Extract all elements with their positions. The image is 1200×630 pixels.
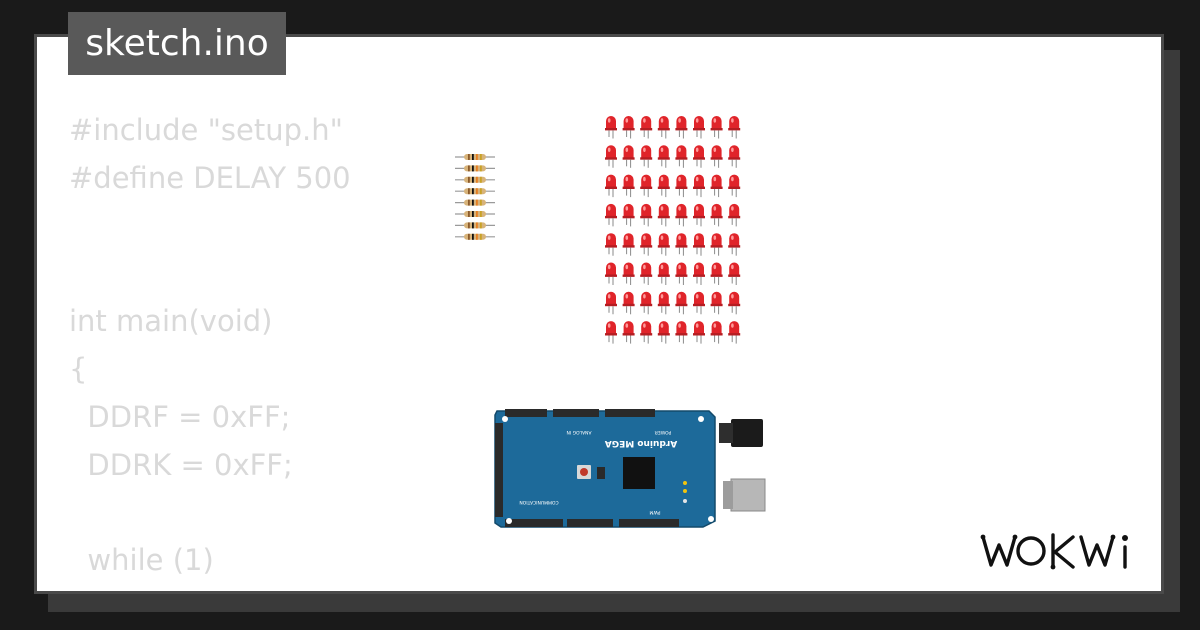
led[interactable]	[675, 145, 688, 168]
led[interactable]	[728, 116, 741, 139]
led-matrix	[605, 116, 741, 344]
led[interactable]	[605, 174, 617, 198]
code-line: DDRF = 0xFF;	[69, 399, 291, 434]
resistor	[455, 199, 495, 206]
led[interactable]	[675, 116, 688, 139]
led[interactable]	[728, 145, 741, 168]
led[interactable]	[675, 291, 688, 315]
led[interactable]	[675, 203, 688, 227]
led[interactable]	[710, 291, 723, 315]
pwm-label: PWM	[649, 509, 660, 515]
led[interactable]	[605, 291, 617, 315]
led[interactable]	[693, 145, 705, 168]
resistor	[455, 233, 495, 240]
led[interactable]	[657, 321, 670, 344]
led[interactable]	[728, 291, 741, 315]
led[interactable]	[605, 116, 617, 139]
led[interactable]	[622, 233, 635, 256]
led[interactable]	[657, 145, 670, 168]
resistor	[455, 176, 495, 183]
led[interactable]	[640, 321, 653, 344]
arduino-mega-board: Arduino MEGA ANALOG IN POWER PWM COMMUNI…	[494, 409, 766, 528]
led[interactable]	[675, 321, 688, 344]
led[interactable]	[693, 233, 705, 256]
led[interactable]	[675, 233, 688, 256]
led[interactable]	[622, 262, 635, 286]
led[interactable]	[710, 203, 723, 227]
file-tab[interactable]: sketch.ino	[68, 12, 286, 75]
led[interactable]	[622, 291, 635, 315]
led[interactable]	[640, 262, 653, 286]
led[interactable]	[710, 145, 723, 168]
code-line: #include "setup.h"	[69, 113, 343, 147]
code-line: int main(void)	[69, 304, 273, 339]
led[interactable]	[693, 291, 705, 315]
led[interactable]	[622, 321, 635, 344]
led[interactable]	[710, 262, 723, 286]
wokwi-logo	[980, 533, 1128, 570]
led[interactable]	[675, 174, 688, 198]
led[interactable]	[675, 262, 688, 286]
led[interactable]	[622, 203, 635, 227]
led[interactable]	[657, 203, 670, 227]
communication-label: COMMUNICATION	[519, 499, 558, 505]
led[interactable]	[640, 291, 653, 315]
code-line: while (1)	[69, 543, 214, 578]
board-title: Arduino MEGA	[605, 438, 678, 448]
resistor	[455, 222, 495, 229]
led[interactable]	[710, 174, 723, 198]
led[interactable]	[640, 203, 653, 227]
led[interactable]	[710, 233, 723, 256]
led[interactable]	[640, 145, 653, 168]
led[interactable]	[693, 262, 705, 286]
led[interactable]	[728, 203, 741, 227]
code-line	[69, 250, 351, 298]
led[interactable]	[710, 321, 723, 344]
led[interactable]	[693, 321, 705, 344]
power-label: POWER	[655, 429, 672, 435]
analog-in-label: ANALOG IN	[566, 429, 591, 435]
led[interactable]	[657, 291, 670, 315]
led[interactable]	[640, 233, 653, 256]
led[interactable]	[728, 262, 741, 286]
led[interactable]	[693, 174, 705, 198]
led[interactable]	[605, 233, 617, 256]
code-line: {	[69, 585, 351, 592]
led[interactable]	[728, 321, 741, 344]
resistor	[455, 211, 495, 217]
led[interactable]	[728, 174, 741, 198]
led[interactable]	[605, 203, 617, 227]
led[interactable]	[605, 321, 617, 344]
resistor	[455, 165, 495, 172]
resistor-array	[455, 154, 495, 240]
code-preview: #include "setup.h" #define DELAY 500 int m…	[69, 107, 351, 592]
led[interactable]	[728, 233, 741, 256]
led[interactable]	[657, 233, 670, 256]
led[interactable]	[657, 174, 670, 198]
led[interactable]	[710, 116, 723, 139]
led[interactable]	[640, 116, 653, 139]
led[interactable]	[657, 262, 670, 286]
code-line: #define DELAY 500	[69, 160, 351, 195]
preview-card: #include "setup.h" #define DELAY 500 int m…	[34, 34, 1164, 594]
led[interactable]	[605, 262, 617, 286]
code-line	[69, 489, 351, 537]
led[interactable]	[622, 116, 635, 139]
led[interactable]	[693, 116, 705, 139]
code-line: DDRK = 0xFF;	[69, 447, 293, 482]
led[interactable]	[622, 145, 635, 168]
code-line	[69, 203, 351, 251]
led[interactable]	[657, 116, 670, 139]
led[interactable]	[605, 145, 617, 168]
led[interactable]	[640, 174, 653, 198]
led[interactable]	[693, 203, 705, 227]
resistor	[455, 154, 495, 160]
code-line: {	[69, 351, 88, 386]
led[interactable]	[622, 174, 635, 198]
resistor	[455, 188, 495, 195]
